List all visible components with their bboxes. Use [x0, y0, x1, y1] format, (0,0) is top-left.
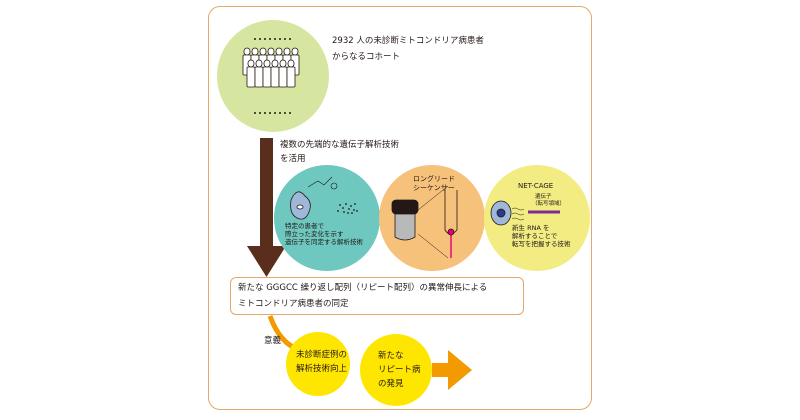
main-down-arrow: [247, 138, 286, 277]
method3-gene-label-2: （転写領域）: [532, 201, 566, 207]
method3-line2: 解析することで: [512, 232, 558, 240]
sequencer-icon: [391, 185, 449, 259]
method2-title-line1: ロングリード: [413, 175, 455, 183]
method3-title: NET-CAGE: [518, 182, 554, 190]
outcome2-circle: [360, 334, 432, 406]
cohort-line2: からなるコホート: [332, 52, 401, 62]
cell-icon-2: [490, 200, 512, 226]
method2-circle: [379, 165, 485, 271]
outcome1-circle: [286, 332, 350, 396]
outcome1-line2: 解析技術向上: [296, 364, 348, 374]
method3-gene-label-1: 遺伝子: [535, 194, 552, 200]
outcome2-line1: 新たな: [378, 351, 404, 361]
diagram-frame: [208, 6, 592, 410]
method2-title-line2: シーケンサー: [413, 184, 455, 192]
outcome2-line2: リピート病: [378, 365, 421, 375]
outcome-arrow: [432, 350, 472, 390]
outcome1-line1: 未診断症例の: [296, 350, 348, 360]
outcome2-line3: の発見: [378, 379, 404, 389]
nanopore-icon: [444, 190, 458, 258]
significance-label: 意義: [264, 336, 282, 346]
method3-line3: 転写を把握する技術: [512, 240, 571, 248]
cohort-line1: 2932 人の未診断ミトコンドリア病患者: [332, 36, 484, 46]
cohort-people-icon: [242, 47, 300, 88]
cohort-dots-top: [254, 38, 291, 40]
method1-line2: 際立った変化を示す: [285, 230, 344, 238]
method1-line3: 遺伝子を同定する解析技術: [285, 238, 363, 246]
cell-icon: [290, 191, 311, 220]
method1-line1: 特定の患者で: [285, 222, 324, 230]
method3-line1: 新生 RNA を: [512, 224, 550, 232]
cohort-dots-bottom: [254, 112, 291, 114]
method1-circle: [274, 165, 380, 271]
result-line1: 新たな GGGCC 繰り返し配列（リピート配列）の異常伸長による: [238, 283, 488, 293]
scatter-plot-icon: [307, 176, 338, 190]
methods-intro-line2: を活用: [280, 154, 306, 164]
methods-intro-line1: 複数の先端的な遺伝子解析技術: [280, 140, 400, 150]
result-box: [230, 277, 524, 315]
method3-circle: [484, 165, 590, 271]
result-line2: ミトコンドリア病患者の同定: [238, 299, 349, 309]
rna-squiggles-icon: [511, 207, 525, 221]
scatter-dots: [337, 203, 358, 214]
